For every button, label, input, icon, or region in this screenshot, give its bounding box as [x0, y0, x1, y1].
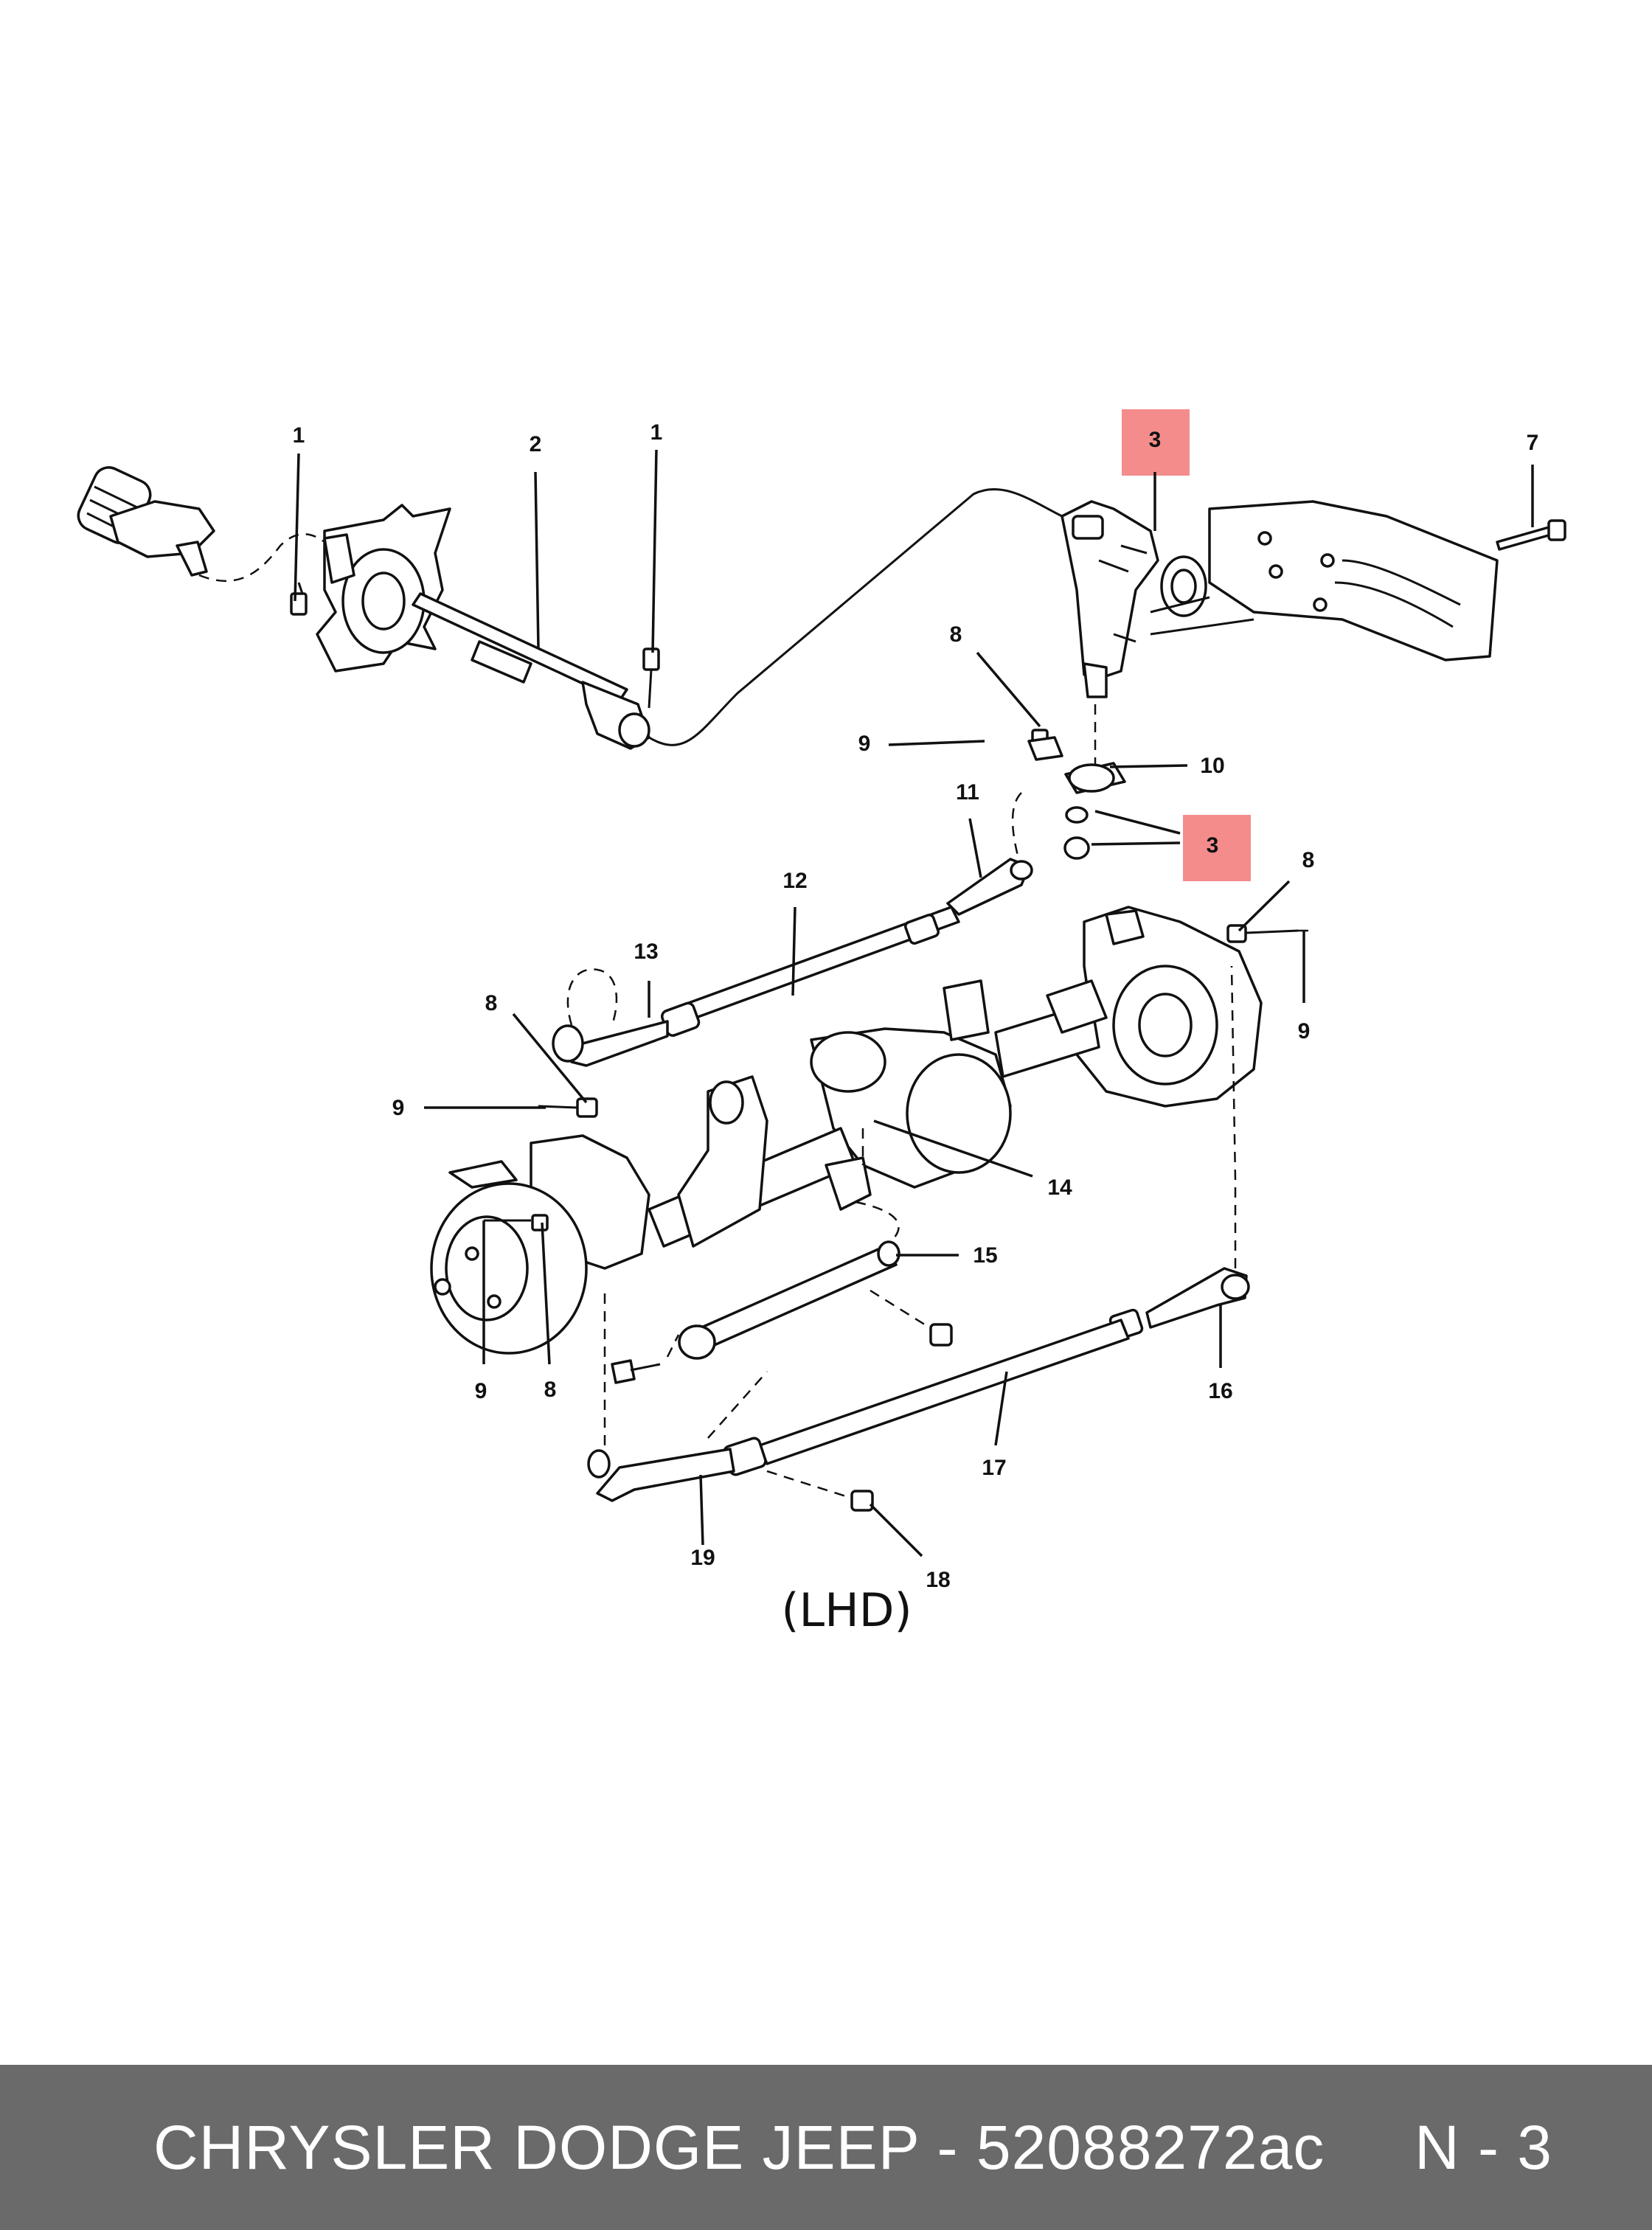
tie-rod-end-left [596, 1448, 735, 1502]
callout-labels: 1 2 1 3 7 8 9 10 11 3 8 12 13 9 8 9 14 1… [293, 420, 1539, 1592]
callout-19: 19 [690, 1546, 715, 1570]
highlight-box-part-3-lower [1183, 815, 1251, 881]
highlight-box-part-3-upper [1122, 409, 1190, 476]
callout-3-lower: 3 [1207, 833, 1219, 858]
callout-2: 2 [530, 432, 542, 456]
front-axle-assembly [430, 906, 1263, 1355]
track-bar-bracket [677, 1075, 768, 1248]
callout-13: 13 [634, 939, 658, 964]
callout-1-left: 1 [293, 423, 305, 448]
track-bar-nut [929, 1323, 953, 1347]
pitman-bushing [1068, 763, 1115, 793]
callout-7: 7 [1527, 431, 1539, 455]
tie-rod-tube [758, 1319, 1130, 1465]
nut [1063, 836, 1090, 860]
differential-cover [906, 1053, 1012, 1174]
leader-lines [294, 449, 1534, 1557]
callout-11: 11 [956, 780, 979, 805]
track-bar-bolt [611, 1359, 636, 1384]
frame-bolt [1496, 526, 1552, 551]
callout-9-right: 9 [1298, 1019, 1311, 1043]
axle-bracket [943, 979, 990, 1041]
steering-gear-box [1061, 500, 1207, 698]
footer-bar: CHRYSLER DODGE JEEP - 52088272ac N - 3 [0, 2065, 1652, 2230]
callout-10: 10 [1200, 754, 1224, 778]
callout-18: 18 [926, 1568, 950, 1592]
steering-column-group [77, 466, 1063, 750]
callout-1-right: 1 [650, 420, 663, 445]
lower-bracket [825, 1156, 872, 1211]
steering-column-bellows [77, 466, 215, 577]
intermediate-shaft [412, 592, 628, 702]
bolt-right [642, 647, 660, 709]
tie-rod-nut [850, 1490, 874, 1512]
callout-17: 17 [982, 1456, 1006, 1480]
callout-12: 12 [782, 869, 807, 893]
callout-9-top: 9 [858, 732, 871, 756]
callout-15: 15 [973, 1243, 997, 1268]
washer [1065, 806, 1089, 824]
drag-link-end-left [570, 1020, 669, 1067]
tie-rod-group [587, 965, 1250, 1512]
pitman-arm-group [1011, 704, 1126, 860]
callout-8-top: 8 [950, 622, 962, 647]
callout-9-left: 9 [392, 1096, 405, 1120]
variant-label: (LHD) [781, 1583, 912, 1637]
callout-16: 16 [1208, 1379, 1232, 1403]
callout-8-left: 8 [485, 991, 498, 1015]
drag-link-group [552, 858, 1033, 1067]
callout-8-bottom: 8 [544, 1378, 557, 1402]
callout-3-upper: 3 [1149, 428, 1162, 452]
steering-parts-diagram: 1 2 1 3 7 8 9 10 11 3 8 12 13 9 8 9 14 1… [77, 409, 1566, 1637]
track-bar [611, 1240, 953, 1384]
part-number-caption: CHRYSLER DODGE JEEP - 52088272ac N - 3 [153, 2112, 1553, 2182]
callout-14: 14 [1047, 1175, 1072, 1200]
callout-9-bottom: 9 [475, 1379, 487, 1403]
callout-8-right: 8 [1302, 848, 1315, 872]
frame-rail-bracket [1150, 500, 1566, 661]
bolt-left [290, 582, 308, 616]
